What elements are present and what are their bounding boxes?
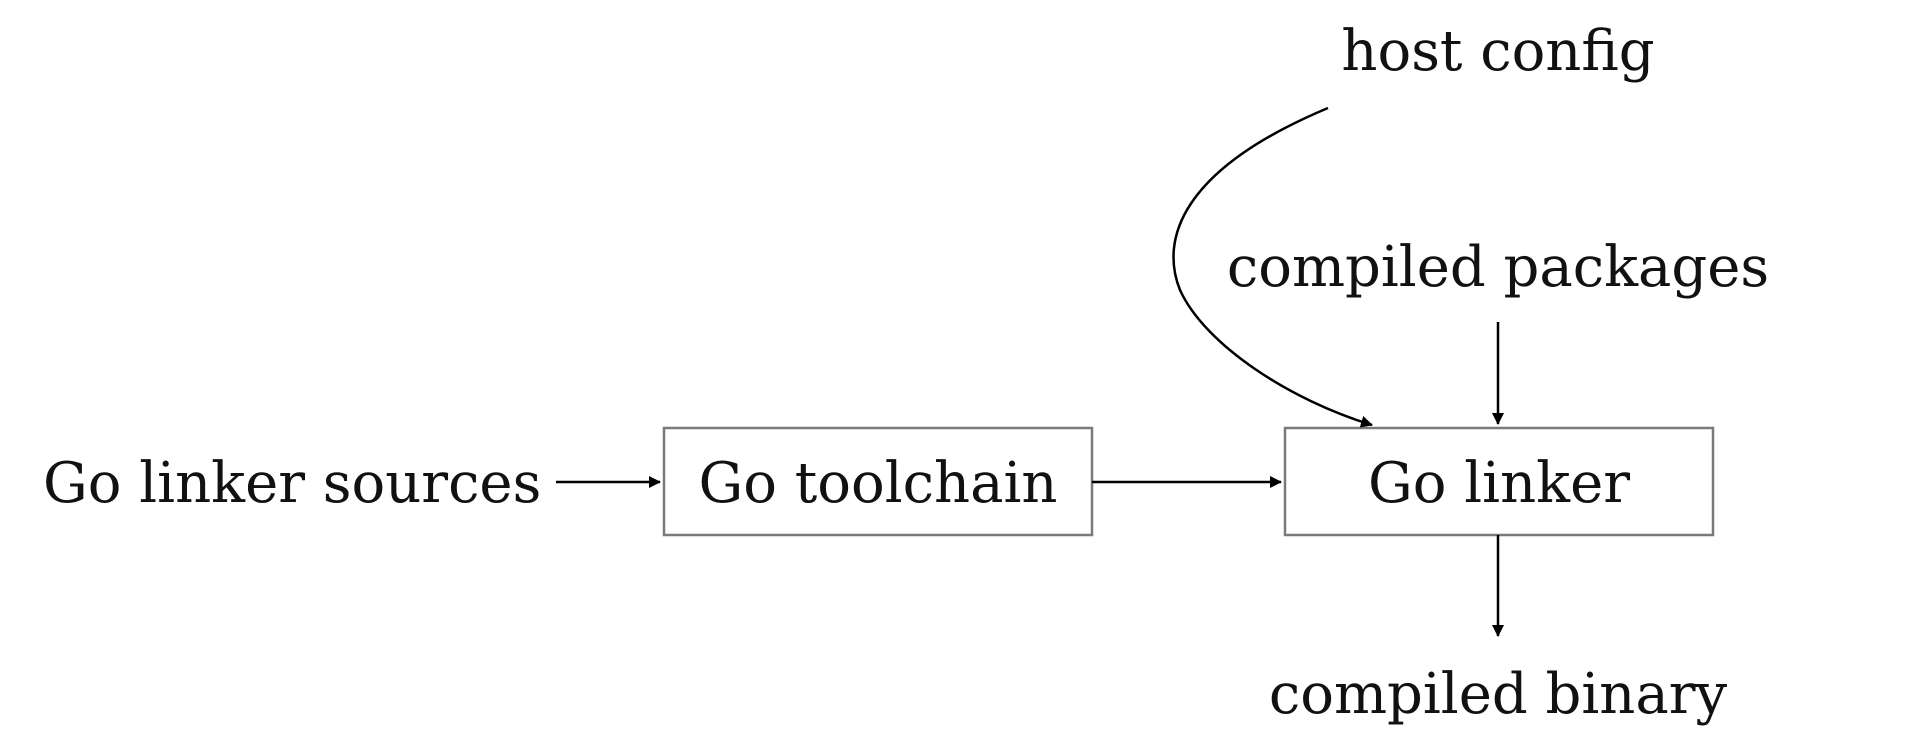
- compiled-binary-label: compiled binary: [1269, 662, 1728, 727]
- host-config-label: host config: [1341, 19, 1654, 84]
- linker-label: Go linker: [1368, 451, 1630, 516]
- compiled-packages-label: compiled packages: [1227, 235, 1769, 300]
- linker-box: [1283, 426, 1715, 537]
- toolchain-label: Go toolchain: [699, 451, 1058, 516]
- linker-sources-label: Go linker sources: [43, 451, 541, 516]
- toolchain-box: [662, 426, 1094, 537]
- edge-hostconfig-to-linker: [1172, 106, 1373, 428]
